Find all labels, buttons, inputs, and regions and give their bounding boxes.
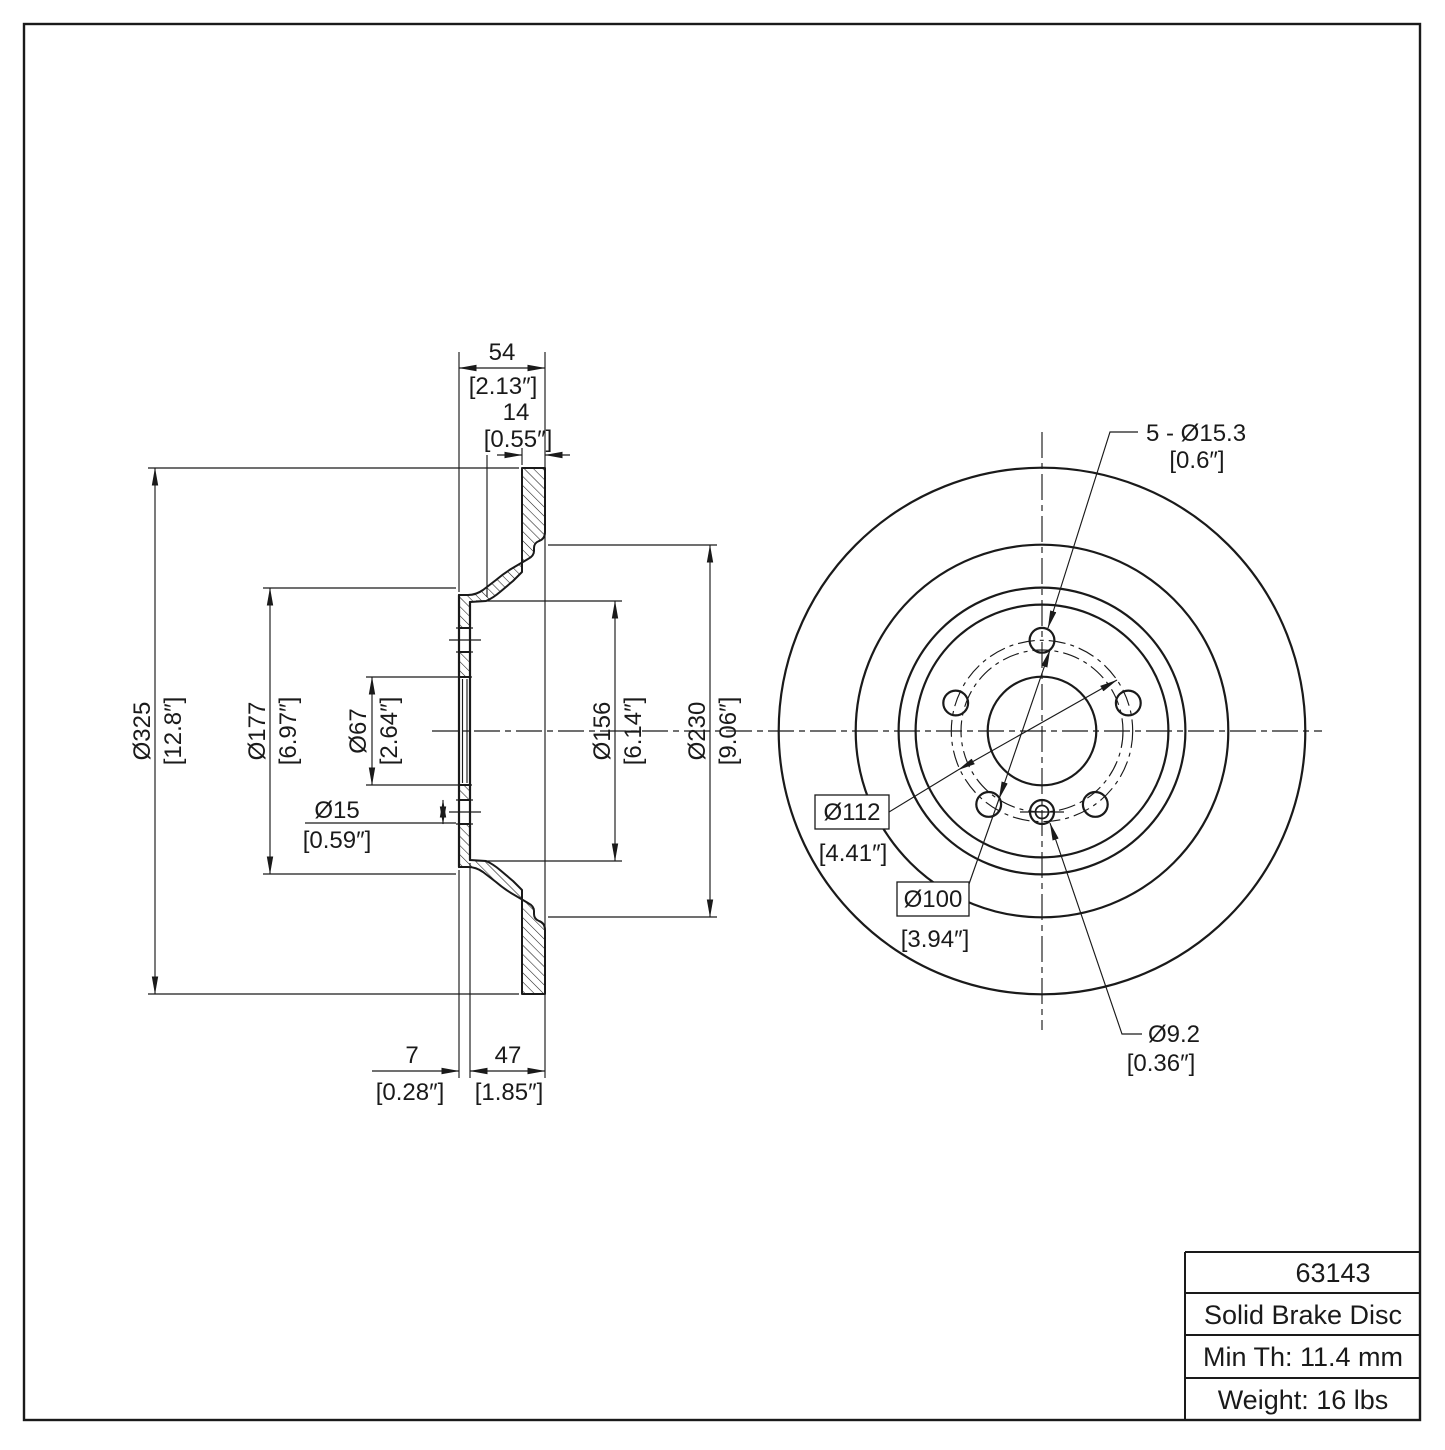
dim-hatid-in: [6.14″] <box>620 697 647 766</box>
hat-inner-circle <box>914 603 1170 859</box>
label-screw-circle-mm: Ø100 <box>904 886 963 913</box>
weight: Weight: 16 lbs <box>1218 1385 1389 1415</box>
section-hub-lower-piece <box>458 784 471 801</box>
leader-screw-circle <box>998 649 1051 800</box>
leader-screw-circle-tail <box>968 798 1000 885</box>
outer-diameter-circle <box>777 466 1307 996</box>
label-screw-circle-in: [3.94″] <box>901 926 970 953</box>
dim-screwhole-mm: Ø15 <box>314 797 359 824</box>
section-lower-body <box>458 823 546 995</box>
leader-bolt-circle <box>957 679 1118 771</box>
label-set-screw-mm: Ø9.2 <box>1148 1021 1200 1048</box>
dim-width-mm: 54 <box>489 339 516 366</box>
dim-hat-mm: Ø177 <box>244 702 271 761</box>
dim-frictionid-in: [9.06″] <box>715 697 742 766</box>
dim-thickness-in: [0.55″] <box>484 426 553 453</box>
dim-od-in: [12.8″] <box>160 697 187 766</box>
label-bolt-circle-in: [4.41″] <box>819 840 888 867</box>
border-frame <box>22 22 1422 1422</box>
bolt-hole <box>975 790 1003 818</box>
part-number: 63143 <box>1295 1258 1370 1288</box>
dim-od-mm: Ø325 <box>129 702 156 761</box>
min-thickness: Min Th: 11.4 mm <box>1203 1342 1403 1372</box>
label-set-screw-in: [0.36″] <box>1127 1050 1196 1077</box>
leader-set-screw <box>1049 822 1142 1035</box>
front-view-labels: 5 - Ø15.3 [0.6″] Ø112 [4.41″] Ø100 [3.94… <box>814 420 1246 1077</box>
dim-hatdepth-in: [1.85″] <box>475 1079 544 1106</box>
title-block: 63143 Solid Brake Disc Min Th: 11.4 mm W… <box>1184 1251 1419 1419</box>
dim-hatdepth-mm: 47 <box>495 1042 522 1069</box>
dim-hatid-mm: Ø156 <box>589 702 616 761</box>
dim-width-in: [2.13″] <box>469 373 538 400</box>
section-view <box>449 352 546 1078</box>
part-description: Solid Brake Disc <box>1204 1300 1402 1330</box>
label-bolt-circle-mm: Ø112 <box>824 799 881 826</box>
label-box-bolt-circle <box>814 794 890 830</box>
bolt-circle <box>950 639 1134 823</box>
friction-inner-circle <box>854 543 1230 919</box>
dim-frictionid-mm: Ø230 <box>684 702 711 761</box>
dim-offset-mm: 7 <box>405 1042 418 1069</box>
label-box-screw-circle <box>896 881 970 917</box>
leader-bolt-circle-tail <box>888 769 959 813</box>
dim-thickness-mm: 14 <box>503 399 530 426</box>
section-upper-body <box>458 467 546 629</box>
section-hub-upper-piece <box>458 651 471 678</box>
bolt-hole <box>1081 790 1109 818</box>
dim-bore-in: [2.64″] <box>376 697 403 766</box>
hat-diameter-circle <box>897 586 1187 876</box>
dim-screwhole-in: [0.59″] <box>303 827 372 854</box>
label-bolt-holes-mm: 5 - Ø15.3 <box>1146 420 1246 447</box>
dim-bore-mm: Ø67 <box>345 708 372 753</box>
dim-hat-in: [6.97″] <box>275 697 302 766</box>
dim-offset-in: [0.28″] <box>376 1079 445 1106</box>
section-dimensions: Ø325 [12.8″] Ø177 [6.97″] Ø67 [2.64″] Ø1… <box>129 339 742 1106</box>
leader-bolt-holes <box>1047 431 1138 629</box>
label-bolt-holes-in: [0.6″] <box>1169 447 1224 474</box>
